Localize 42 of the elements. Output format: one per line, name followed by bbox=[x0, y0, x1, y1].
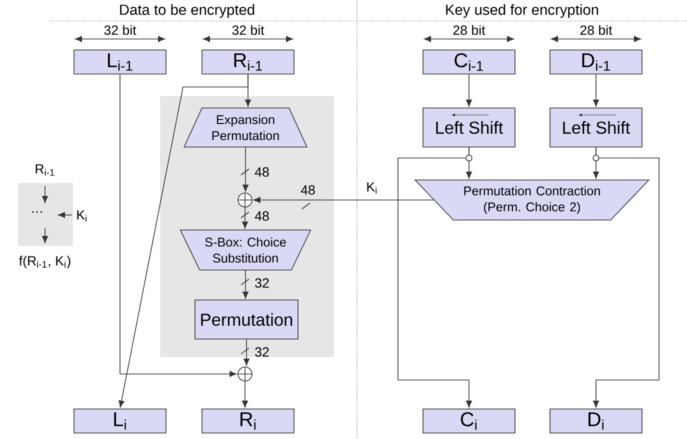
inset-label: f(R$_{i-1}$, K$_{i}$) bbox=[19, 256, 70, 268]
inset-label: R$_{i-1}$ bbox=[36, 164, 54, 176]
arrow bbox=[120, 74, 236, 377]
process-box: C$_{i}$ bbox=[422, 408, 516, 434]
section-heading: Data to be encrypted bbox=[120, 4, 254, 18]
inset-label: K$_{i}$ bbox=[77, 210, 87, 222]
edge-label: 48 bbox=[254, 211, 269, 221]
process-box: R$_{i-1}$ bbox=[202, 50, 294, 74]
edge-label: 48 bbox=[300, 185, 315, 195]
dimension-label: 32 bit bbox=[104, 25, 136, 35]
process-box: R$_{i}$ bbox=[202, 408, 294, 434]
xor-circle bbox=[238, 366, 252, 382]
trapezoid-box: S-Box: Choice Substitution bbox=[180, 230, 312, 270]
edge-label: 48 bbox=[254, 167, 269, 177]
dimension-label: 28 bit bbox=[580, 25, 612, 35]
arrow bbox=[240, 147, 250, 192]
dimension-label: 28 bit bbox=[453, 25, 486, 35]
inset-dots: … bbox=[32, 211, 42, 213]
process-box: L$_{i-1}$ bbox=[74, 50, 166, 74]
process-box: D$_{i}$ bbox=[550, 408, 642, 434]
xor-circle bbox=[238, 192, 252, 208]
arrow bbox=[240, 270, 250, 298]
arrow bbox=[593, 74, 599, 106]
arrow bbox=[240, 339, 250, 366]
process-box: D$_{i-1}$ bbox=[550, 50, 642, 74]
process-box: Left Shift bbox=[550, 108, 642, 148]
edge-label: 32 bbox=[255, 278, 269, 288]
arrow bbox=[118, 74, 248, 408]
process-box: Left Shift bbox=[422, 108, 516, 148]
dimension-label: 32 bit bbox=[232, 25, 264, 35]
arrow bbox=[398, 147, 472, 408]
arrow bbox=[593, 147, 660, 408]
key-label: K$_{i}$ bbox=[367, 182, 377, 194]
process-box: L$_{i}$ bbox=[74, 408, 166, 434]
edge-label: 32 bbox=[255, 347, 269, 357]
arrow bbox=[466, 74, 472, 106]
process-box: Permutation bbox=[194, 300, 298, 340]
section-heading: Key used for encryption bbox=[446, 4, 598, 18]
arrow bbox=[240, 207, 250, 228]
process-box: C$_{i-1}$ bbox=[422, 50, 516, 74]
arrow bbox=[242, 381, 248, 408]
arrow bbox=[254, 197, 434, 210]
